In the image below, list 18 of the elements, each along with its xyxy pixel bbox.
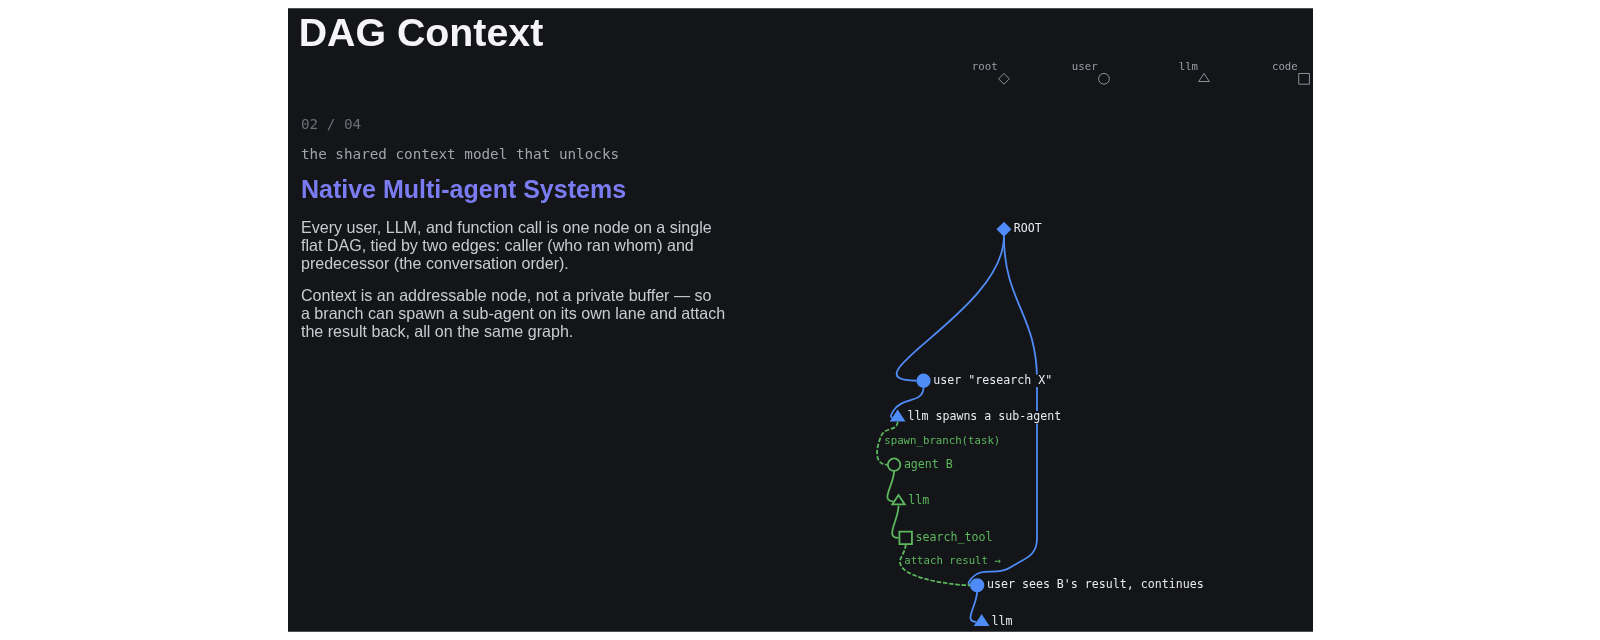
- legend-label: llm: [1178, 60, 1198, 74]
- label: Context is an addressable node, not a private buffer — so a branch can spawn a sub-agent on its own lane and attach the result back, all on the same graph.: [300, 286, 725, 340]
- node-label: ROOT: [1013, 221, 1042, 236]
- diagram-title: DAG Context: [298, 9, 543, 54]
- label: the shared context model that unlocks: [300, 146, 619, 163]
- label: Every user, LLM, and function call is one node on a single flat DAG, tied by two edges: caller (who ran whom) and predecessor (the conversation order).: [300, 218, 712, 272]
- legend-label: root: [971, 60, 998, 74]
- node-label: agent B: [903, 456, 953, 471]
- node-label: llm: [990, 613, 1012, 628]
- legend-label: user: [1071, 60, 1098, 74]
- node-label: llm: [907, 493, 929, 508]
- edge-label: attach result →: [903, 554, 1001, 568]
- edge-label: spawn_branch(task): [883, 433, 1000, 447]
- legend-label: code: [1271, 60, 1298, 74]
- node-label: search_tool: [915, 529, 992, 544]
- label: Native Multi-agent Systems: [300, 174, 626, 203]
- label: 02 / 04: [300, 116, 361, 133]
- node-label: user sees B's result, continues: [986, 577, 1204, 592]
